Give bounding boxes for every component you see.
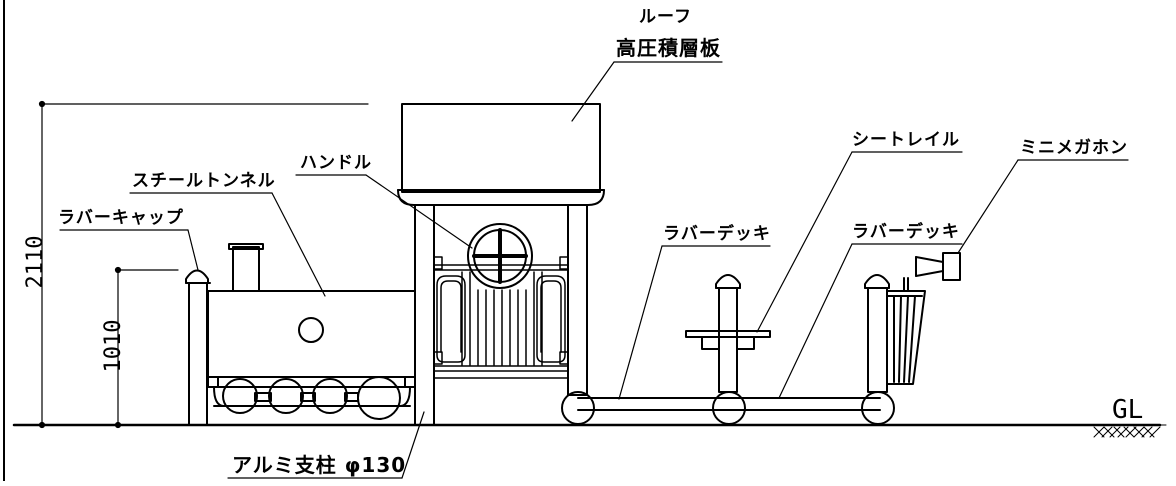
dimension-overall — [38, 100, 369, 429]
steering-handle — [467, 223, 533, 289]
ground-hatch — [1083, 424, 1167, 438]
ground-level-label: GL — [1112, 395, 1143, 425]
roof-material-label: 高圧積層板 — [616, 36, 721, 60]
seat-rail-label: シートレイル — [852, 130, 960, 150]
rubber-deck — [561, 391, 895, 425]
rubber-deck-label-2: ラバーデッキ — [852, 221, 960, 242]
leader-lines — [59, 61, 1129, 479]
steel-tunnel-label: スチールトンネル — [132, 171, 276, 191]
tower-posts — [414, 204, 588, 426]
rubber-cap-label: ラバーキャップ — [58, 207, 184, 228]
tunnel-wheels — [222, 376, 401, 420]
tower-panel — [433, 256, 569, 379]
seat-rail — [685, 274, 771, 393]
overall-height-value: 2110 — [23, 236, 48, 289]
megaphone-post — [864, 274, 926, 393]
roof-name-label: ルーフ — [639, 7, 692, 27]
handle-label: ハンドル — [300, 153, 372, 173]
rubber-cap-post — [185, 269, 211, 426]
dimension-deck — [114, 266, 179, 429]
mini-megaphone-label: ミニメガホン — [1020, 138, 1128, 158]
mini-megaphone-icon — [915, 252, 961, 281]
rubber-deck-label-1: ラバーデッキ — [663, 223, 771, 244]
deck-height-value: 1010 — [101, 320, 126, 373]
aluminum-post-label: アルミ支柱 φ130 — [232, 453, 406, 477]
